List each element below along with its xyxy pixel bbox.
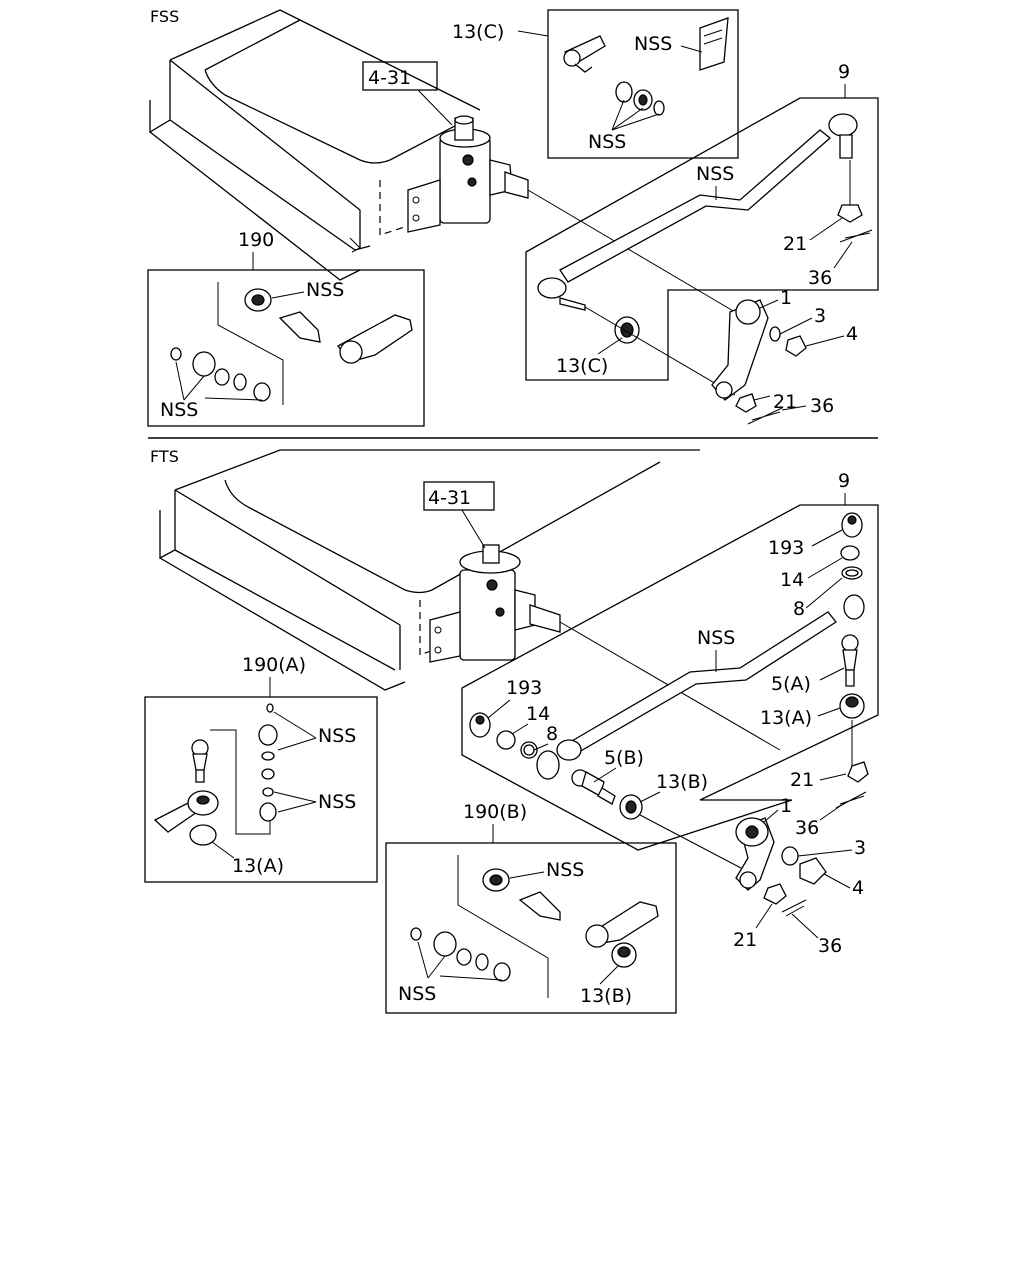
fts-label-8a: 8: [793, 598, 805, 620]
fts-label-13b-inset: 13(B): [580, 985, 632, 1007]
fts-label-1: 1: [780, 795, 792, 817]
fts-label-190a: 190(A): [242, 654, 306, 676]
fts-ref-box-text: 4-31: [428, 487, 471, 509]
fts-pitman-arm: 21 36 1 3 4 21 36: [733, 761, 869, 957]
fts-section: FTS 4-31 9: [144, 447, 879, 1014]
fts-label-8b: 8: [546, 723, 558, 745]
fts-frame-rail: [159, 449, 700, 691]
fss-section-label: FSS: [150, 7, 179, 26]
fss-ref-box: [362, 61, 438, 91]
fts-label-21b: 21: [733, 929, 757, 951]
fss-label-9: 9: [838, 61, 850, 83]
fts-label-190b: 190(B): [463, 801, 527, 823]
fts-label-nss-a2: NSS: [318, 791, 356, 813]
fss-label-nss-190b: NSS: [160, 399, 198, 421]
fss-section: FSS 4-31: [147, 7, 879, 427]
fts-section-label: FTS: [150, 447, 179, 466]
fts-label-21a: 21: [790, 769, 814, 791]
fts-inset-190b: 190(B) NSS 13(B) NSS: [385, 801, 677, 1014]
fss-label-21a: 21: [783, 233, 807, 255]
fts-label-193a: 193: [768, 537, 804, 559]
fss-steering-gearbox: [407, 115, 529, 233]
fss-frame-rail: [149, 9, 481, 281]
fts-label-nss-b1: NSS: [546, 859, 584, 881]
fts-inset-190a: 190(A) 13(A) NSS NSS: [144, 654, 378, 883]
fts-ref-box: [423, 481, 495, 511]
fss-label-36a: 36: [808, 267, 832, 289]
fts-label-9: 9: [838, 470, 850, 492]
fss-label-13c-bot: 13(C): [556, 355, 608, 377]
fss-pitman-arm: 1 3 4 21 36: [711, 287, 858, 425]
fss-label-nss-rod: NSS: [696, 163, 734, 185]
fts-label-nss-b2: NSS: [398, 983, 436, 1005]
fts-label-5b: 5(B): [604, 747, 644, 769]
fts-label-193b: 193: [506, 677, 542, 699]
fts-label-13a: 13(A): [760, 707, 812, 729]
fss-label-nss-top2: NSS: [588, 131, 626, 153]
fts-steering-gearbox: [429, 544, 561, 663]
fts-tie-rod-assembly: 9 193 14 8 NSS 5(A): [461, 470, 879, 879]
fss-inset-190: 190 NSS NSS: [147, 229, 425, 427]
fss-label-36b: 36: [810, 395, 834, 417]
fss-tie-rod-assembly: 9 NSS 21 36 13(C): [525, 61, 879, 396]
fts-label-5a: 5(A): [771, 673, 811, 695]
fts-label-nss-a1: NSS: [318, 725, 356, 747]
fss-label-4: 4: [846, 323, 858, 345]
fss-label-nss-190a: NSS: [306, 279, 344, 301]
fss-label-3: 3: [814, 305, 826, 327]
fss-label-13c-top: 13(C): [452, 21, 504, 43]
fts-label-13b: 13(B): [656, 771, 708, 793]
fss-inset-13c: 13(C) NSS NSS: [452, 9, 739, 159]
fts-label-14a: 14: [780, 569, 804, 591]
fss-label-190: 190: [238, 229, 274, 251]
fss-label-nss-top1: NSS: [634, 33, 672, 55]
fts-label-13a-inset: 13(A): [232, 855, 284, 877]
fts-label-36b: 36: [818, 935, 842, 957]
fss-ref-box-text: 4-31: [368, 67, 411, 89]
fts-label-3: 3: [854, 837, 866, 859]
fts-label-14b: 14: [526, 703, 550, 725]
fts-label-36a: 36: [795, 817, 819, 839]
fss-label-1: 1: [780, 287, 792, 309]
fts-label-4: 4: [852, 877, 864, 899]
fts-label-nss-rod: NSS: [697, 627, 735, 649]
fss-label-21b: 21: [773, 391, 797, 413]
